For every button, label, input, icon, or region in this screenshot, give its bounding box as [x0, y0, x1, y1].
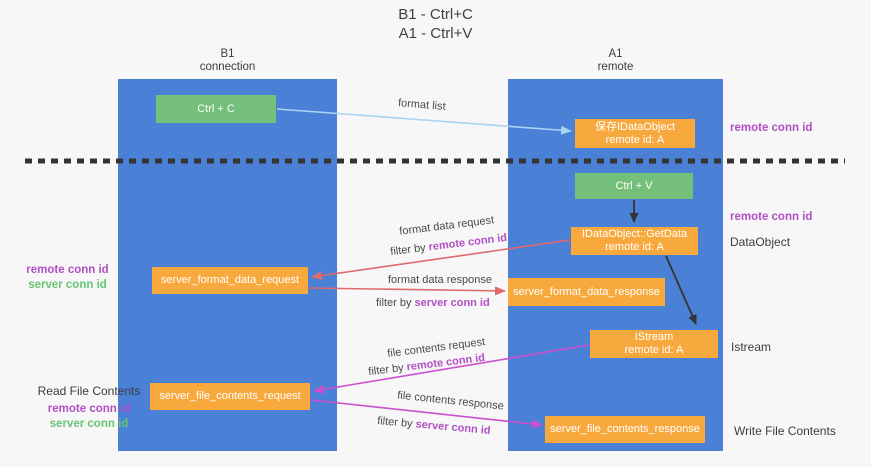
right-column-header: A1 remote — [508, 48, 723, 74]
node-istream-line1: IStream — [634, 331, 674, 343]
filter-prefix: filter by — [389, 241, 430, 259]
node-ctrl-c-label: Ctrl + C — [197, 102, 235, 115]
label-remote-conn-id-top: remote conn id — [730, 122, 813, 134]
right-column-role: remote — [597, 61, 634, 73]
flow-label-file-contents-response: file contents response — [396, 389, 505, 413]
node-ctrl-v: Ctrl + V — [575, 173, 693, 199]
node-server-format-data-response: server_format_data_response — [508, 278, 665, 306]
node-ctrl-v-label: Ctrl + V — [615, 179, 653, 192]
flow-label-format-data-response: format data response — [388, 274, 492, 286]
label-left-remote-conn-bottom: remote conn id — [47, 403, 131, 415]
left-column-header: B1 connection — [118, 48, 337, 74]
title-line-1: B1 - Ctrl+C — [398, 6, 473, 23]
filter-key: remote conn id — [427, 231, 508, 254]
flow-label-format-list: format list — [397, 97, 447, 113]
flow-filter-file-contents-request: filter by remote conn id — [368, 352, 486, 378]
diagram-title: B1 - Ctrl+C A1 - Ctrl+V — [0, 5, 871, 43]
flow-filter-format-data-response: filter by server conn id — [376, 297, 490, 309]
right-column-name: A1 — [608, 48, 623, 60]
label-istream: Istream — [731, 340, 772, 354]
label-conn-ids-format: remote conn id server conn id — [20, 263, 115, 293]
node-getdata-line1: IDataObject::GetData — [581, 228, 688, 240]
flow-filter-file-contents-response: filter by server conn id — [377, 415, 491, 437]
left-column-name: B1 — [220, 48, 235, 60]
node-file-request-label: server_file_contents_request — [159, 390, 301, 402]
title-line-2: A1 - Ctrl+V — [398, 25, 473, 42]
node-getdata-line2: remote id: A — [605, 241, 664, 253]
node-server-file-contents-request: server_file_contents_request — [150, 383, 310, 410]
node-ctrl-c: Ctrl + C — [156, 95, 276, 123]
label-dataobject: DataObject — [730, 235, 791, 249]
node-save-dataobject-line1: 保存IDataObject — [594, 120, 676, 133]
filter-prefix: filter by — [376, 415, 417, 431]
node-istream-line2: remote id: A — [624, 344, 684, 356]
node-idataobject-getdata: IDataObject::GetData remote id: A — [571, 227, 698, 255]
arrow-format-data-response — [308, 286, 506, 296]
node-istream: IStream remote id: A — [590, 330, 718, 358]
filter-key: server conn id — [414, 297, 490, 309]
node-server-format-data-request: server_format_data_request — [152, 267, 308, 294]
node-format-response-label: server_format_data_response — [513, 285, 660, 298]
node-file-response-label: server_file_contents_response — [550, 423, 700, 435]
label-write-file-contents: Write File Contents — [734, 424, 836, 438]
left-column-role: connection — [199, 61, 256, 73]
node-save-dataobject: 保存IDataObject remote id: A — [575, 119, 695, 148]
node-server-file-contents-response: server_file_contents_response — [545, 416, 705, 443]
node-save-dataobject-line2: remote id: A — [605, 133, 665, 146]
label-left-remote-conn-top: remote conn id — [26, 264, 109, 276]
label-left-server-conn-bottom: server conn id — [49, 418, 129, 430]
filter-key: server conn id — [415, 418, 492, 437]
filter-prefix: filter by — [367, 361, 408, 379]
label-read-file-contents: Read File Contents — [37, 384, 141, 398]
label-left-server-conn-top: server conn id — [28, 279, 107, 291]
label-remote-conn-id-mid: remote conn id — [730, 211, 813, 223]
filter-prefix: filter by — [376, 297, 415, 309]
node-format-request-label: server_format_data_request — [160, 274, 300, 286]
label-read-file-group: Read File Contents remote conn id server… — [31, 384, 147, 432]
